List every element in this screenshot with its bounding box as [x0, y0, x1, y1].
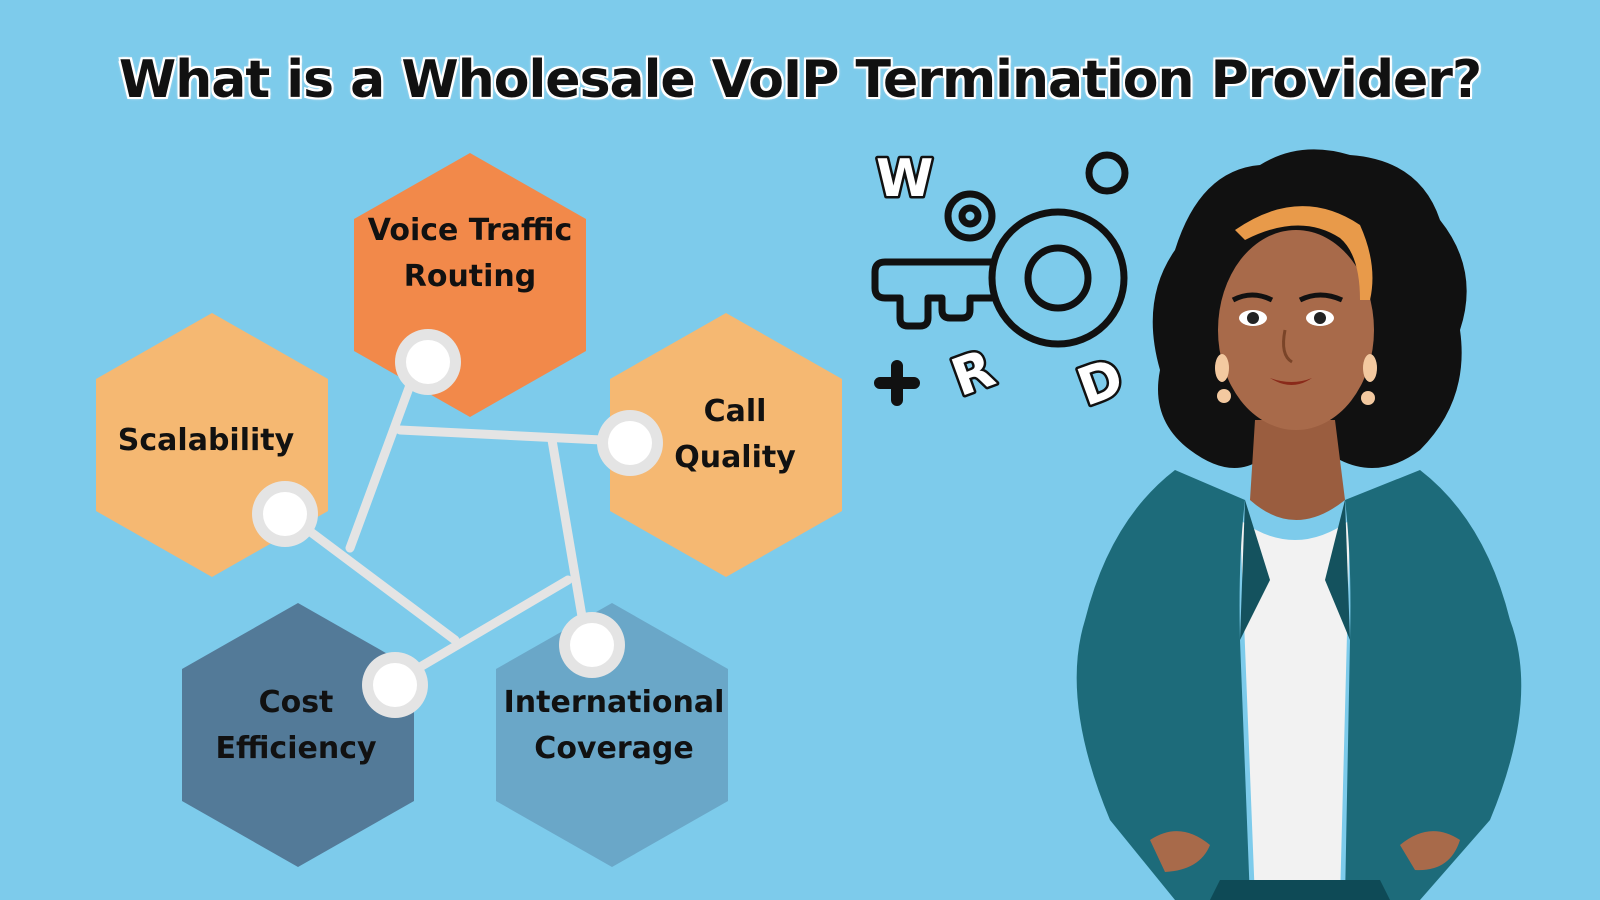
hexagon-label-voice: Routing	[404, 259, 537, 294]
connector-line	[547, 435, 591, 645]
jacket-left	[1076, 470, 1250, 900]
circle-icon	[1085, 151, 1129, 195]
key-icon	[871, 208, 1128, 348]
connector-line	[279, 507, 460, 645]
node-inner	[570, 623, 614, 667]
connector-line	[395, 425, 627, 446]
lapel-left	[1240, 500, 1270, 640]
face	[1218, 230, 1374, 430]
woman-illustration	[1076, 149, 1522, 900]
hexagon-shape	[496, 603, 728, 867]
left-pupil	[1247, 312, 1259, 324]
right-earring	[1363, 354, 1377, 382]
right-hand	[1400, 831, 1460, 871]
connector-nodes	[252, 329, 663, 718]
right-earring-drop	[1361, 391, 1375, 405]
shirt	[1240, 520, 1350, 900]
node-inner	[373, 663, 417, 707]
node-inner	[263, 492, 307, 536]
hexagon-label-voice: Voice Traffic	[368, 213, 573, 248]
neck	[1250, 420, 1345, 520]
hexagon-label-quality: Quality	[674, 440, 796, 475]
page-title: What is a Wholesale VoIP Termination Pro…	[118, 50, 1482, 110]
connector-network	[279, 353, 627, 685]
plus-icon	[874, 360, 920, 406]
word-key-graphic: W R D	[871, 147, 1134, 421]
node-inner	[406, 340, 450, 384]
hexagon-label-international: International	[504, 685, 725, 720]
key-letter-w: W	[876, 149, 933, 209]
connector-line	[345, 353, 425, 553]
left-earring-drop	[1217, 389, 1231, 403]
hexagon-label-quality: Call	[704, 394, 767, 429]
hexagon-shape	[182, 603, 414, 867]
left-earring	[1215, 354, 1229, 382]
key-letter-r: R	[944, 339, 1002, 409]
left-brow	[1231, 292, 1274, 303]
headband	[1235, 206, 1373, 300]
hexagon-label-cost: Efficiency	[215, 731, 377, 766]
right-pupil	[1314, 312, 1326, 324]
pants	[1210, 880, 1390, 900]
lapel-right	[1325, 500, 1350, 640]
hexagon-label-international: Coverage	[534, 731, 693, 766]
left-hand	[1150, 831, 1210, 872]
jacket-right	[1345, 470, 1522, 900]
hexagon-label-cost: Cost	[259, 685, 334, 720]
hexagon-label-scalability: Scalability	[118, 423, 295, 458]
letter-o-icon	[944, 190, 996, 242]
key-letter-d: D	[1070, 347, 1131, 418]
mouth	[1270, 378, 1312, 385]
nose	[1282, 329, 1293, 364]
right-brow	[1298, 292, 1344, 303]
connector-line	[393, 575, 573, 685]
node-inner	[608, 421, 652, 465]
hexagon-shape	[610, 313, 842, 577]
